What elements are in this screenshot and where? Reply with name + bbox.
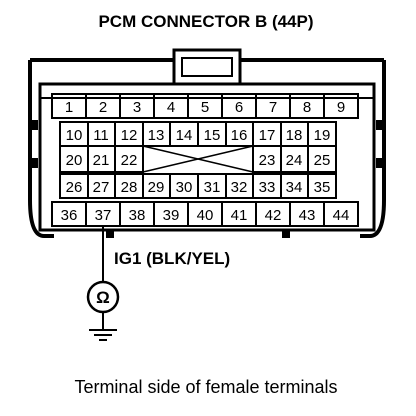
- terminal-27: 27: [93, 179, 110, 196]
- terminal-row-4: 26 27 28 29 30 31 32 33 34 35: [59, 173, 337, 199]
- terminal-21: 21: [93, 152, 110, 169]
- terminal-row-3: 20 21 22 23 24 25: [59, 145, 337, 173]
- terminal-35: 35: [314, 179, 331, 196]
- blank-terminal-area: [142, 145, 254, 173]
- terminal-14: 14: [176, 127, 193, 144]
- terminal-42: 42: [265, 207, 282, 224]
- terminal-16: 16: [231, 127, 248, 144]
- ground-icon: [89, 329, 117, 341]
- diagram-title: PCM CONNECTOR B (44P): [98, 12, 313, 31]
- terminal-8: 8: [303, 99, 311, 116]
- terminal-43: 43: [299, 207, 316, 224]
- terminal-1: 1: [65, 99, 73, 116]
- terminal-13: 13: [148, 127, 165, 144]
- terminal-34: 34: [286, 179, 303, 196]
- terminal-24: 24: [286, 152, 303, 169]
- terminal-29: 29: [148, 179, 165, 196]
- terminal-row-1: 1 2 3 4 5 6 7 8 9: [51, 93, 359, 119]
- terminal-4: 4: [167, 99, 175, 116]
- terminal-11: 11: [93, 127, 109, 144]
- terminal-18: 18: [286, 127, 303, 144]
- terminal-33: 33: [259, 179, 276, 196]
- terminal-30: 30: [176, 179, 193, 196]
- terminal-3: 3: [133, 99, 141, 116]
- terminal-23: 23: [259, 152, 276, 169]
- terminal-9: 9: [337, 99, 345, 116]
- terminal-26: 26: [66, 179, 83, 196]
- diagram-caption: Terminal side of female terminals: [74, 377, 337, 397]
- ohm-symbol: Ω: [96, 288, 110, 307]
- terminal-15: 15: [204, 127, 221, 144]
- connector-housing: [28, 48, 386, 238]
- terminal-38: 38: [129, 207, 146, 224]
- terminal-39: 39: [163, 207, 180, 224]
- terminal-17: 17: [259, 127, 276, 144]
- terminal-44: 44: [333, 207, 350, 224]
- terminal-32: 32: [231, 179, 248, 196]
- terminal-41: 41: [231, 207, 248, 224]
- terminal-10: 10: [66, 127, 83, 144]
- terminal-grid: 1 2 3 4 5 6 7 8 9 10 11 12 13 14: [51, 93, 359, 227]
- terminal-20: 20: [66, 152, 83, 169]
- terminal-5: 5: [201, 99, 209, 116]
- terminal-row-5: 36 37 38 39 40 41 42 43 44: [51, 201, 359, 227]
- terminal-6: 6: [235, 99, 243, 116]
- terminal-28: 28: [121, 179, 138, 196]
- terminal-25: 25: [314, 152, 331, 169]
- terminal-40: 40: [197, 207, 214, 224]
- ohmmeter-icon: Ω: [86, 280, 120, 314]
- terminal-36: 36: [61, 207, 78, 224]
- terminal-row-2: 10 11 12 13 14 15 16 17 18 19: [59, 121, 337, 147]
- terminal-19: 19: [314, 127, 331, 144]
- wire-label: IG1 (BLK/YEL): [114, 249, 230, 268]
- terminal-2: 2: [99, 99, 107, 116]
- terminal-7: 7: [269, 99, 277, 116]
- terminal-12: 12: [121, 127, 138, 144]
- terminal-37: 37: [95, 207, 112, 224]
- terminal-22: 22: [121, 152, 138, 169]
- terminal-31: 31: [204, 179, 221, 196]
